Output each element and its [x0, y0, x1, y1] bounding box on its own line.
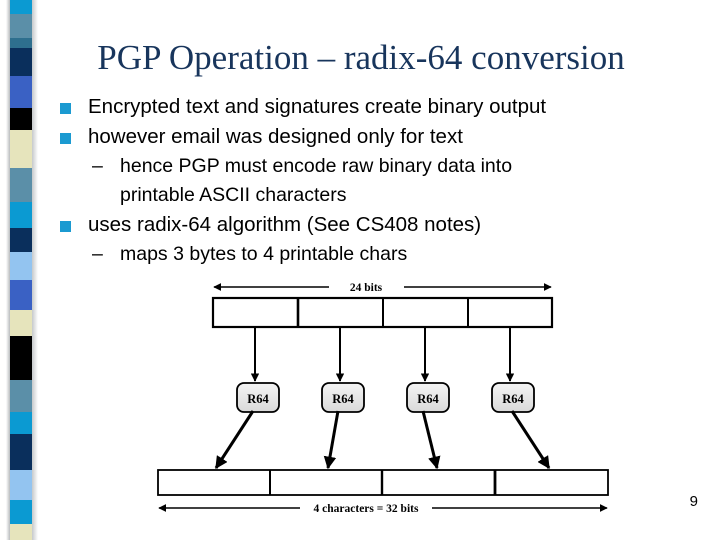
sidebar-color-block	[10, 310, 32, 336]
sidebar-color-block	[10, 412, 32, 434]
sidebar-color-block	[10, 228, 32, 252]
bullet-text: uses radix-64 algorithm (See CS408 notes…	[88, 213, 482, 236]
r64-processor: R64	[236, 382, 280, 413]
page-title: PGP Operation – radix-64 conversion	[97, 38, 625, 77]
bullet-text: however email was designed only for text	[88, 125, 463, 148]
input-byte-box	[211, 296, 554, 329]
r64-label: R64	[247, 392, 269, 406]
bullet-text: Encrypted text and signatures create bin…	[88, 95, 547, 118]
sidebar-color-block	[10, 14, 32, 38]
bullet-text: hence PGP must encode raw binary data in…	[120, 155, 513, 177]
dash-bullet-icon: –	[92, 243, 103, 265]
bullet-level2: –maps 3 bytes to 4 printable chars	[58, 240, 668, 269]
bottom-dimension-line: 4 characters = 32 bits	[158, 503, 608, 515]
sidebar-color-block	[10, 280, 32, 310]
sidebar-color-block	[10, 48, 32, 76]
sidebar-color-block	[10, 336, 32, 380]
r64-processor: R64	[321, 382, 365, 413]
bullet-text: maps 3 bytes to 4 printable chars	[120, 243, 408, 265]
sidebar-color-block	[10, 380, 32, 412]
sidebar-color-block	[10, 500, 32, 524]
r64-processor-row: R64 R64 R64 R64	[236, 382, 535, 413]
r64-label: R64	[332, 392, 354, 406]
r64-processor: R64	[491, 382, 535, 413]
input-to-r64-arrows	[250, 327, 515, 382]
bullet-level2: printable ASCII characters	[58, 181, 668, 210]
sidebar-color-block	[10, 434, 32, 470]
sidebar-shadow-left	[6, 0, 10, 540]
output-character-box	[157, 469, 609, 496]
bullet-list: Encrypted text and signatures create bin…	[58, 92, 668, 269]
bullet-level1: Encrypted text and signatures create bin…	[58, 92, 668, 122]
bottom-dimension-label: 4 characters = 32 bits	[314, 503, 419, 515]
r64-label: R64	[502, 392, 524, 406]
sidebar-color-block	[10, 108, 32, 130]
bullet-level1: however email was designed only for text	[58, 122, 668, 152]
sidebar-color-block	[10, 524, 32, 540]
bullet-level1: uses radix-64 algorithm (See CS408 notes…	[58, 210, 668, 240]
page-number: 9	[689, 493, 698, 510]
sidebar-color-block	[10, 252, 32, 280]
sidebar-color-block	[10, 130, 32, 168]
square-bullet-icon	[60, 103, 71, 114]
sidebar-color-block	[10, 76, 32, 108]
bullet-level2: –hence PGP must encode raw binary data i…	[58, 152, 668, 181]
r64-to-output-arrows	[214, 410, 551, 470]
sidebar-color-block	[10, 0, 32, 14]
top-dimension-label: 24 bits	[350, 282, 383, 294]
dash-bullet-icon: –	[92, 155, 103, 177]
top-dimension-line: 24 bits	[213, 282, 552, 294]
square-bullet-icon	[60, 133, 71, 144]
sidebar-color-block	[10, 168, 32, 202]
sidebar-shadow-right	[32, 0, 38, 540]
bullet-text: printable ASCII characters	[120, 184, 347, 206]
decorative-color-strip	[10, 0, 32, 540]
sidebar-color-block	[10, 470, 32, 500]
sidebar-color-block	[10, 38, 32, 48]
sidebar-color-block	[10, 202, 32, 228]
square-bullet-icon	[60, 221, 71, 232]
r64-label: R64	[417, 392, 439, 406]
r64-processor: R64	[406, 382, 450, 413]
